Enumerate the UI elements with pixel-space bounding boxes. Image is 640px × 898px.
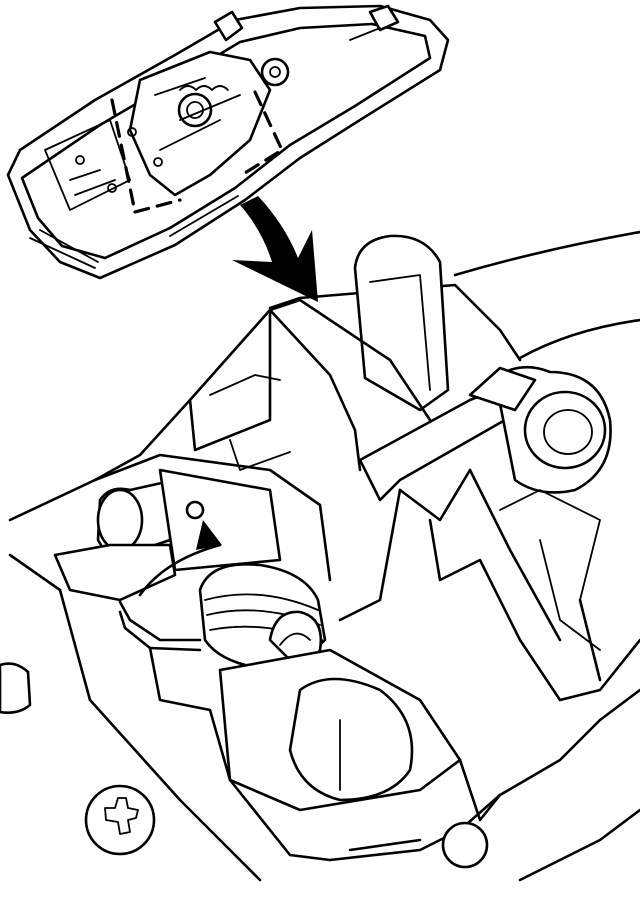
- arrow-curved-icon: [196, 520, 222, 550]
- detached-lid-component: [6, 4, 450, 280]
- arrow-down-right-icon: [232, 196, 318, 302]
- phillips-screw-icon: [84, 784, 156, 856]
- main-housing: [0, 230, 640, 882]
